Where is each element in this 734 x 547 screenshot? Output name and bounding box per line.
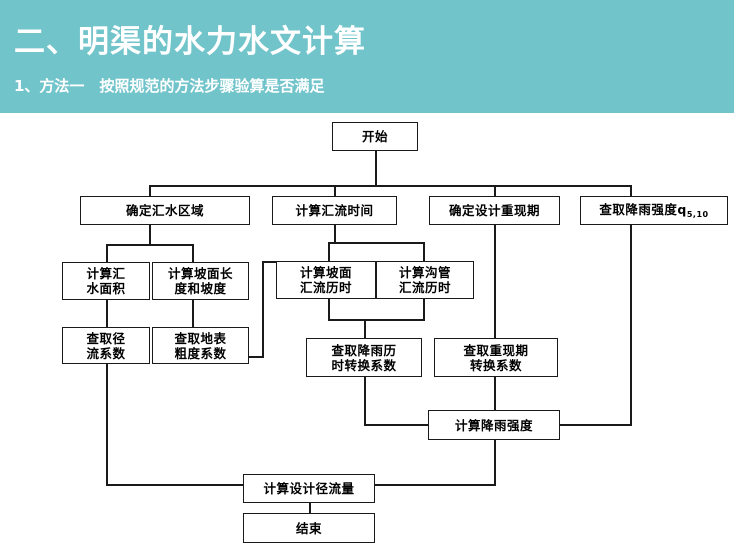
node-calc-pipe-time-label: 计算沟管 汇流历时 [398,265,451,295]
connector-slopelen-to-rough [192,300,194,327]
node-calc-slope-time[interactable]: 计算坡面 汇流历时 [276,261,376,299]
node-calc-catchment-area-label: 计算汇 水面积 [86,266,126,296]
node-lookup-duration-coef[interactable]: 查取降雨历 时转换系数 [306,338,422,377]
node-calc-rain-intensity-label: 计算降雨强度 [454,417,533,433]
node-determine-catchment[interactable]: 确定汇水区域 [80,196,250,225]
node-lookup-roughness-coef-label: 查取地表 粗度系数 [174,330,227,361]
connector-slopetime-down [328,299,330,320]
node-start-label: 开始 [361,129,388,144]
node-calc-concentration-time-label: 计算汇流时间 [295,203,374,218]
node-determine-return-period[interactable]: 确定设计重现期 [429,196,560,225]
connector-rough-right [249,356,264,358]
connector-catchment-bus [106,244,193,246]
node-calc-pipe-time[interactable]: 计算沟管 汇流历时 [376,261,474,299]
connector-rainint-down [630,225,632,425]
node-calc-design-runoff[interactable]: 计算设计径流量 [243,474,375,503]
page-subtitle: 1、方法一 按照规范的方法步骤验算是否满足 [14,77,325,95]
connector-rough-up [262,261,264,357]
connector-bus-to-conctime [334,185,336,203]
node-determine-catchment-label: 确定汇水区域 [125,203,204,218]
connector-bus-to-catchment [149,185,151,203]
node-lookup-return-coef[interactable]: 查取重现期 转换系数 [434,338,558,377]
connector-durcoef-right [364,424,430,426]
page-title: 二、明渠的水力水文计算 [14,24,366,60]
node-calc-concentration-time[interactable]: 计算汇流时间 [272,196,397,225]
connector-to-slopetime [328,242,330,261]
connector-rough-into-slope [262,261,276,263]
connector-runoff-down [106,363,108,486]
node-calc-slope-length-label: 计算坡面长 度和坡度 [167,266,233,296]
node-calc-design-runoff-label: 计算设计径流量 [263,481,355,496]
node-calc-rain-intensity[interactable]: 计算降雨强度 [428,410,560,440]
connector-to-pipetime [423,242,425,261]
connector-area-to-runoff [106,300,108,327]
connector-runoffcalc-to-end [309,503,311,514]
connector-catchment-down [149,225,151,245]
node-calc-slope-length[interactable]: 计算坡面长 度和坡度 [152,262,249,300]
connector-start-down [375,150,377,186]
node-lookup-return-coef-label: 查取重现期 转换系数 [463,342,529,373]
node-lookup-runoff-coef[interactable]: 查取径 流系数 [62,327,150,364]
connector-merge-to-durcoef [364,319,366,338]
node-lookup-rain-intensity-text: 查取降雨强度q [599,202,687,217]
node-lookup-roughness-coef[interactable]: 查取地表 粗度系数 [152,327,249,364]
node-lookup-runoff-coef-label: 查取径 流系数 [86,330,126,361]
connector-conctime-down [334,225,336,243]
connector-pipetime-down [423,299,425,320]
connector-conctime-bus [328,242,424,244]
node-lookup-rain-intensity-subscript: 5,10 [686,210,709,219]
node-start[interactable]: 开始 [332,122,418,151]
connector-calcrain-left [374,484,496,486]
node-calc-catchment-area[interactable]: 计算汇 水面积 [62,262,150,300]
node-end-label: 结束 [295,520,322,536]
connector-durcoef-down [364,377,366,426]
connector-calcrain-down [494,440,496,485]
connector-retcoef-down [494,377,496,410]
slide-header-banner: 二、明渠的水力水文计算 1、方法一 按照规范的方法步骤验算是否满足 [0,0,734,113]
connector-returnper-down [494,225,496,338]
connector-bus-to-returnper [494,185,496,203]
connector-level1-bus [149,185,631,187]
connector-bus-to-rainint [630,185,632,203]
node-lookup-rain-intensity[interactable]: 查取降雨强度q5,10 [580,196,728,225]
connector-to-area [106,244,108,262]
connector-rainint-left [559,424,632,426]
node-lookup-rain-intensity-label: 查取降雨强度q5,10 [599,202,708,219]
node-determine-return-period-label: 确定设计重现期 [448,203,540,218]
connector-runoff-right [106,484,244,486]
connector-to-slopelen [192,244,194,262]
node-calc-slope-time-label: 计算坡面 汇流历时 [299,265,352,295]
connector-times-merge [328,319,425,321]
node-end[interactable]: 结束 [243,513,375,543]
node-lookup-duration-coef-label: 查取降雨历 时转换系数 [331,342,397,373]
flowchart-canvas: 开始 确定汇水区域 计算汇流时间 确定设计重现期 查取降雨强度q5,10 计算汇… [0,113,734,547]
